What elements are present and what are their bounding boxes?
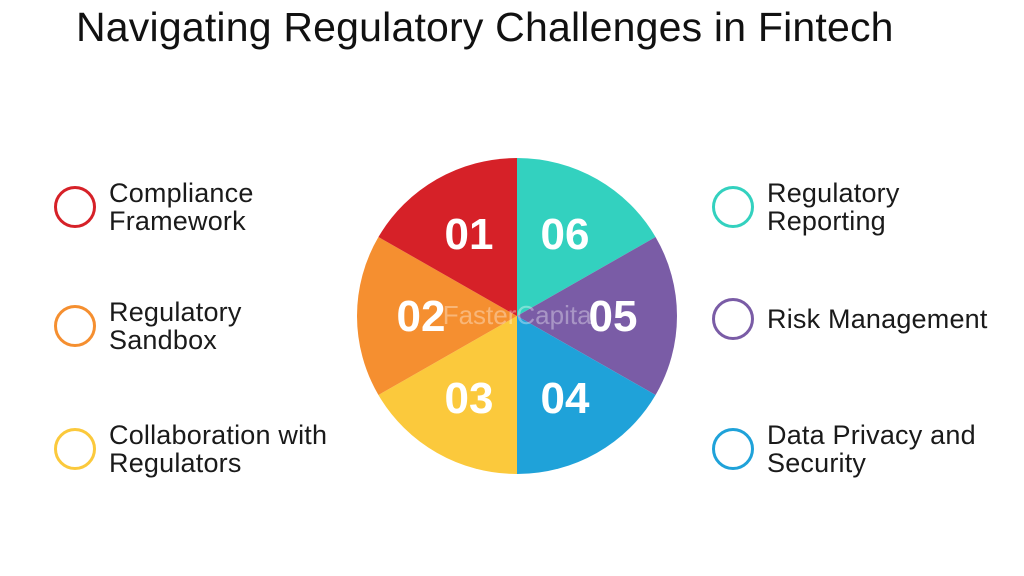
legend-label-06: Regulatory Reporting [767,178,900,236]
segment-05 [517,237,677,395]
legend-label-02: Regulatory Sandbox [109,297,242,355]
legend-label-01: Compliance Framework [109,178,254,236]
segment-02 [357,237,517,395]
segment-number-06: 06 [541,210,590,259]
legend-item-05: Risk Management [712,298,988,340]
page-title: Navigating Regulatory Challenges in Fint… [76,4,894,50]
legend-label-03: Collaboration with Regulators [109,420,328,478]
segment-03 [378,316,517,474]
segment-01 [378,158,517,316]
legend-label-04: Data Privacy and Security [767,420,976,478]
circle-icon [712,298,754,340]
legend-label-05: Risk Management [767,304,988,334]
segment-04 [517,316,656,475]
segment-number-04: 04 [541,374,590,423]
legend-item-06: Regulatory Reporting [712,179,900,235]
circle-icon [54,305,96,347]
legend-item-01: Compliance Framework [54,179,254,235]
legend-item-03: Collaboration with Regulators [54,421,327,477]
segment-wheel: 06 05 04 03 02 01 FasterCapital [357,158,677,475]
segment-number-01: 01 [445,210,494,259]
segment-number-02: 02 [397,292,446,341]
circle-icon [712,186,754,228]
watermark: FasterCapital [443,300,598,330]
segment-06 [517,158,656,316]
legend-item-04: Data Privacy and Security [712,421,976,477]
circle-icon [54,186,96,228]
circle-icon [54,428,96,470]
circle-icon [712,428,754,470]
legend-item-02: Regulatory Sandbox [54,298,242,354]
segment-number-03: 03 [445,374,494,423]
segment-number-05: 05 [589,292,638,341]
